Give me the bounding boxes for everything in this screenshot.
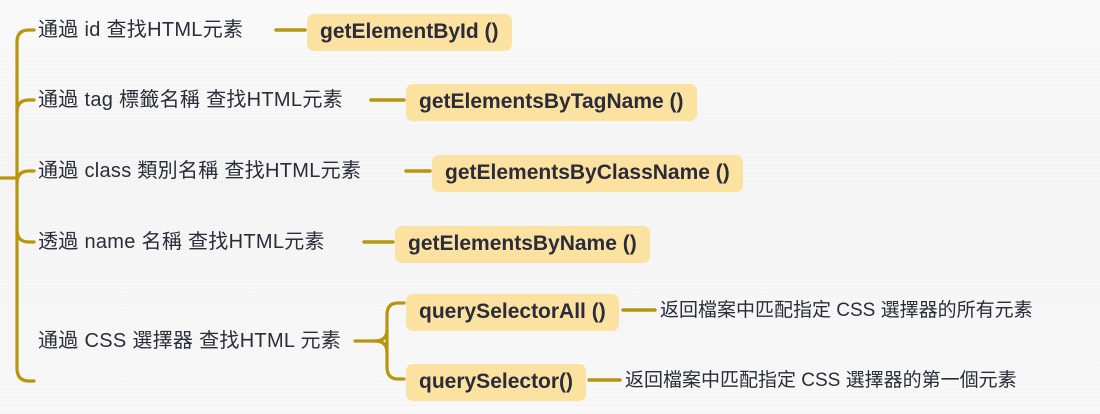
row-label-class: 通過 class 類別名稱 查找HTML元素: [38, 160, 362, 182]
row-label-name: 透過 name 名稱 查找HTML元素: [38, 231, 325, 253]
badge-query-selector[interactable]: querySelector(): [406, 364, 587, 401]
description-query-selector-all: 返回檔案中匹配指定 CSS 選擇器的所有元素: [660, 300, 1033, 321]
row-label-css-selector: 通過 CSS 選擇器 查找HTML 元素: [38, 330, 342, 352]
badge-get-elements-by-tag-name[interactable]: getElementsByTagName (): [406, 84, 697, 121]
badge-get-element-by-id[interactable]: getElementById (): [307, 14, 512, 51]
badge-get-elements-by-name[interactable]: getElementsByName (): [395, 226, 650, 263]
description-query-selector: 返回檔案中匹配指定 CSS 選擇器的第一個元素: [625, 370, 1017, 391]
badge-get-elements-by-class-name[interactable]: getElementsByClassName (): [432, 155, 743, 192]
badge-query-selector-all[interactable]: querySelectorAll (): [406, 294, 619, 331]
row-label-tag: 通過 tag 標籤名稱 查找HTML元素: [38, 89, 343, 111]
row-label-id: 通過 id 查找HTML元素: [38, 19, 244, 41]
